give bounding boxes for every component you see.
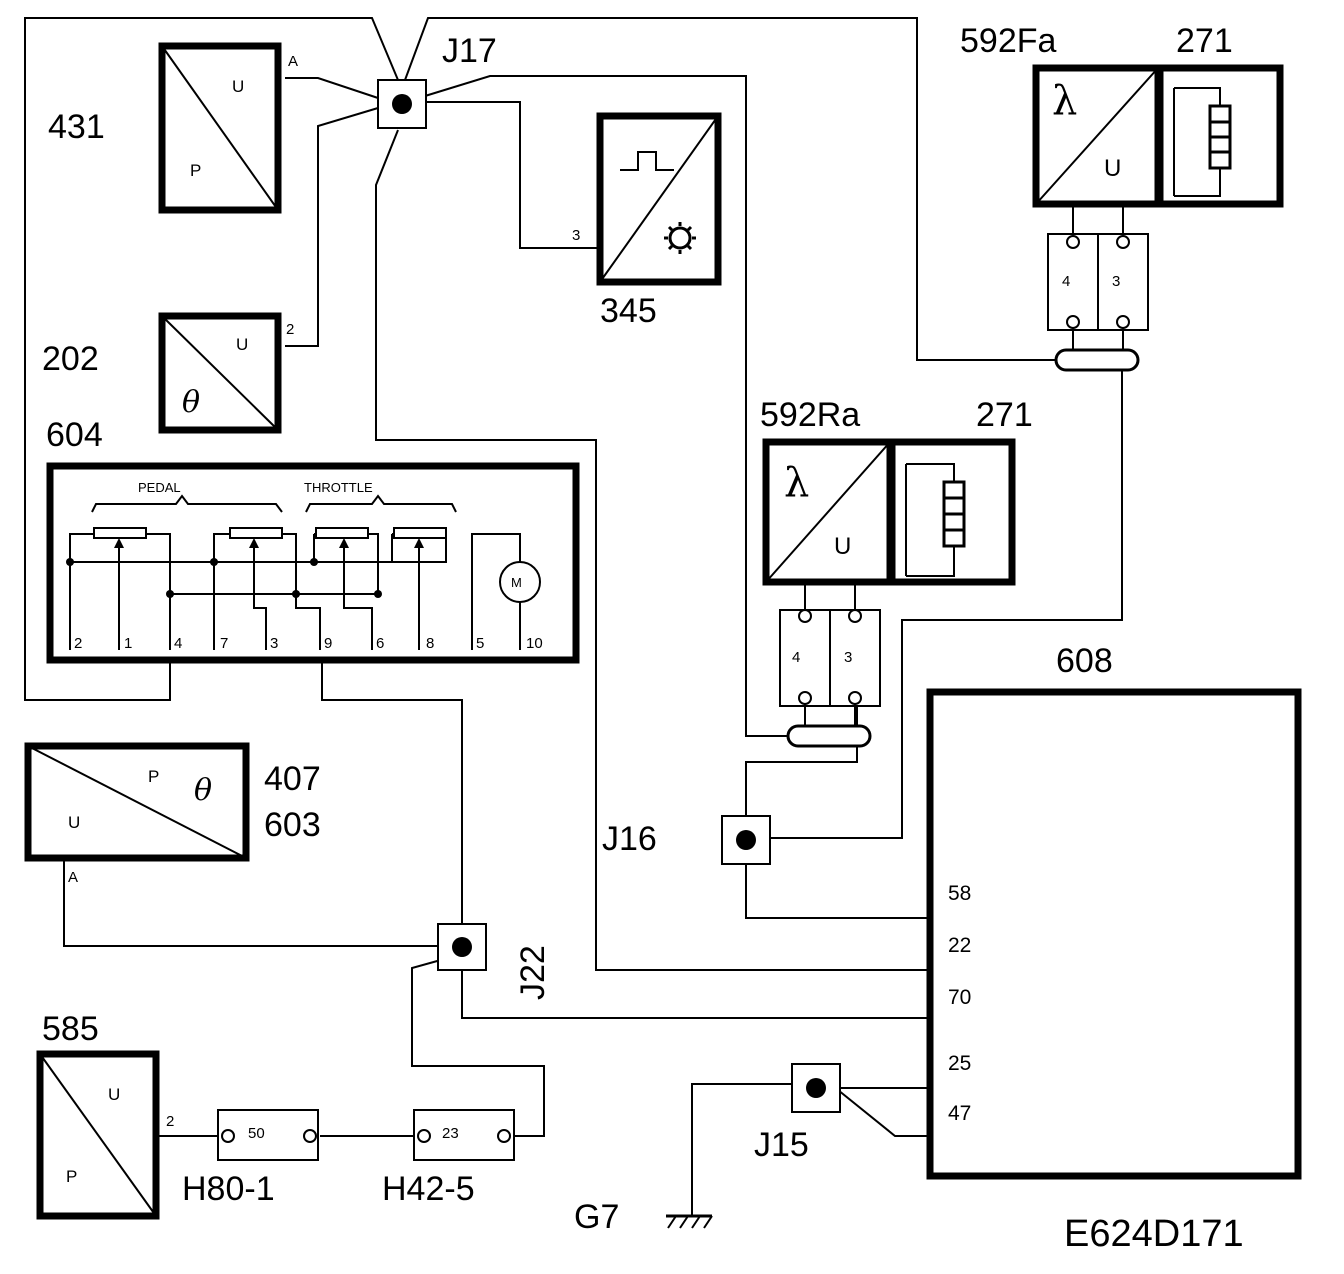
gear-icon [664, 222, 696, 254]
c271a-ref-label: 271 [1176, 22, 1233, 60]
c608-pin-47: 47 [948, 1102, 971, 1125]
c592ra-pin-4: 4 [792, 649, 800, 666]
c407-theta-label: θ [194, 773, 212, 808]
c407-p-label: P [148, 767, 159, 786]
c202-ref-label: 202 [42, 340, 99, 378]
c592ra-u-label: U [834, 533, 851, 560]
component-604: 604 PEDAL THROTTLE [46, 416, 580, 664]
c585-p-label: P [66, 1167, 77, 1186]
throttle-brace [305, 494, 457, 513]
c608-pin-70: 70 [948, 986, 971, 1009]
c604-pin-3: 3 [270, 635, 278, 652]
component-592fa: λ U 592Fa [960, 22, 1162, 208]
h42-ref-label: H42-5 [382, 1170, 475, 1208]
component-431: U P A 431 [48, 42, 298, 214]
shield-sleeve [1054, 348, 1140, 372]
c604-ref-label: 604 [46, 416, 103, 454]
motor-icon [499, 561, 541, 603]
c592ra-ref-label: 592Ra [760, 396, 860, 434]
component-202: U θ 2 202 [42, 312, 294, 434]
c604-pedal-label: PEDAL [138, 480, 181, 495]
c345-pin-3: 3 [572, 227, 580, 244]
g7-label: G7 [574, 1198, 619, 1236]
diagram-code: E624D171 [1064, 1213, 1244, 1255]
c608-pin-25: 25 [948, 1052, 971, 1075]
c592ra-pin-3: 3 [844, 649, 852, 666]
j22-label: J22 [514, 945, 552, 1000]
j16-label: J16 [602, 820, 657, 858]
c608-ref-label: 608 [1056, 642, 1113, 680]
c604-throttle-label: THROTTLE [304, 480, 373, 495]
c585-pin-2: 2 [166, 1113, 174, 1130]
c271b-ref-label: 271 [976, 396, 1033, 434]
connector-h80-1: 50 H80-1 [182, 1109, 319, 1208]
h80-pin-label: 50 [248, 1125, 265, 1142]
connector-592fa: 4 3 [1047, 233, 1149, 372]
c431-pin-a: A [288, 53, 298, 70]
component-585: U P 2 585 [36, 1010, 174, 1220]
component-345: 3 345 [572, 112, 722, 330]
c608-pin-58: 58 [948, 882, 971, 905]
j17-label: J17 [442, 32, 497, 70]
c603-ref-label: 603 [264, 806, 321, 844]
c604-pin-4: 4 [174, 635, 182, 652]
junction-j15: J15 [754, 1063, 841, 1164]
shield-sleeve [786, 724, 872, 748]
c407-ref-label: 407 [264, 760, 321, 798]
wiper-arrows [114, 538, 424, 548]
c202-u-label: U [236, 335, 248, 354]
h80-ref-label: H80-1 [182, 1170, 275, 1208]
c345-ref-label: 345 [600, 292, 657, 330]
junction-j22: J22 [437, 923, 552, 1000]
c431-p-label: P [190, 161, 201, 180]
c585-u-label: U [108, 1085, 120, 1104]
c604-pin-8: 8 [426, 635, 434, 652]
internal-wiring [69, 533, 521, 650]
connector-592ra: 4 3 [779, 609, 881, 748]
c592fa-lambda-label: λ [1052, 78, 1077, 124]
junction-j16: J16 [602, 815, 771, 865]
c592ra-lambda-label: λ [784, 460, 809, 506]
component-407-603: P θ U A 407 603 [24, 742, 321, 886]
c202-pin-2: 2 [286, 321, 294, 338]
c604-pin-5: 5 [476, 635, 484, 652]
component-592ra: λ U 592Ra [760, 396, 894, 586]
component-608: 608 58 22 70 25 47 [926, 642, 1302, 1180]
c592fa-pin-4: 4 [1062, 273, 1070, 290]
c604-pin-9: 9 [324, 635, 332, 652]
c608-pin-22: 22 [948, 934, 971, 957]
c202-theta-label: θ [182, 385, 200, 420]
h42-pin-label: 23 [442, 1125, 459, 1142]
c407-pin-a: A [68, 869, 78, 886]
junction-j17: J17 [377, 32, 497, 129]
c604-motor-label: M [511, 575, 522, 590]
junction-dots [66, 558, 382, 598]
c585-ref-label: 585 [42, 1010, 99, 1048]
c604-pin-6: 6 [376, 635, 384, 652]
connector-h42-5: 23 H42-5 [382, 1109, 515, 1208]
j15-label: J15 [754, 1126, 809, 1164]
pulse-icon [620, 151, 674, 171]
c604-pin-1: 1 [124, 635, 132, 652]
c592fa-pin-3: 3 [1112, 273, 1120, 290]
c431-u-label: U [232, 77, 244, 96]
c604-pin-10: 10 [526, 635, 543, 652]
c604-pin-2: 2 [74, 635, 82, 652]
component-271-front: 271 [1156, 22, 1284, 208]
ground-g7: G7 [574, 1198, 713, 1236]
c592fa-u-label: U [1104, 155, 1121, 182]
pedal-brace [91, 494, 283, 513]
c431-ref-label: 431 [48, 108, 105, 146]
c592fa-ref-label: 592Fa [960, 22, 1056, 60]
c604-pin-7: 7 [220, 635, 228, 652]
c407-u-label: U [68, 813, 80, 832]
component-271-rear: 271 [888, 396, 1033, 586]
